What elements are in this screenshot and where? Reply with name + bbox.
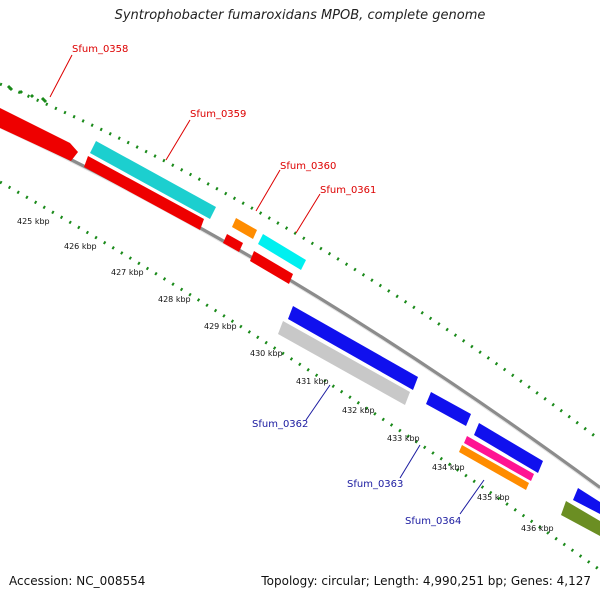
leader-line [295, 193, 321, 234]
kbp-label: 428 kbp [158, 295, 191, 304]
label-sfum-0364[interactable]: Sfum_0364 [405, 516, 461, 527]
leader-line [165, 119, 191, 161]
leader-line [305, 384, 331, 421]
outer-tick-row [6, 84, 48, 104]
map-title: Syntrophobacter fumaroxidans MPOB, compl… [114, 8, 486, 23]
gene-blue-3[interactable] [474, 423, 543, 473]
kbp-label: 430 kbp [250, 349, 283, 358]
kbp-axis: 425 kbp 426 kbp 427 kbp 428 kbp 429 kbp … [17, 217, 554, 533]
kbp-label: 427 kbp [111, 268, 144, 277]
label-sfum-0358[interactable]: Sfum_0358 [72, 44, 128, 55]
genome-backbone [0, 124, 600, 490]
kbp-label: 433 kbp [387, 434, 420, 443]
tick-major [40, 96, 48, 104]
gene-sfum-0359-bottom[interactable] [84, 156, 204, 230]
gene-sfum-0363[interactable] [464, 436, 534, 481]
label-sfum-0360[interactable]: Sfum_0360 [280, 161, 336, 172]
leader-line [255, 169, 281, 212]
inner-tick-dots [0, 180, 600, 572]
kbp-label: 434 kbp [432, 463, 465, 472]
genome-stats-text: Topology: circular; Length: 4,990,251 bp… [261, 574, 591, 588]
gene-olive[interactable] [561, 501, 600, 536]
kbp-label: 435 kbp [477, 493, 510, 502]
gene-sfum-0359-top[interactable] [90, 141, 216, 219]
leader-line [399, 444, 421, 479]
label-sfum-0359[interactable]: Sfum_0359 [190, 109, 246, 120]
kbp-label: 436 kbp [521, 524, 554, 533]
gene-sfum-0361-b[interactable] [250, 251, 293, 284]
gene-blue-1[interactable] [288, 306, 418, 390]
leader-line [459, 479, 485, 515]
gene-sfum-0362[interactable] [278, 321, 410, 405]
genome-backbone-inner [0, 127, 600, 491]
leader-line [49, 54, 73, 98]
kbp-label: 431 kbp [296, 377, 329, 386]
label-sfum-0361[interactable]: Sfum_0361 [320, 185, 376, 196]
kbp-label: 425 kbp [17, 217, 50, 226]
gene-features [0, 108, 600, 536]
gene-sfum-0360-b[interactable] [223, 234, 243, 252]
kbp-label: 426 kbp [64, 242, 97, 251]
accession-text: Accession: NC_008554 [9, 574, 146, 588]
gene-sfum-0364[interactable] [459, 445, 529, 490]
gene-sfum-0361[interactable] [258, 234, 306, 270]
kbp-label: 432 kbp [342, 406, 375, 415]
tick-minor [29, 93, 35, 99]
label-sfum-0362[interactable]: Sfum_0362 [252, 419, 308, 430]
gene-sfum-0360[interactable] [232, 218, 257, 239]
kbp-label: 429 kbp [204, 322, 237, 331]
gene-blue-2[interactable] [426, 392, 471, 426]
gene-blue-4[interactable] [573, 488, 600, 514]
gene-sfum-0358[interactable] [0, 108, 78, 161]
gene-labels: Sfum_0358 Sfum_0359 Sfum_0360 Sfum_0361 … [49, 44, 485, 527]
label-sfum-0363[interactable]: Sfum_0363 [347, 479, 403, 490]
